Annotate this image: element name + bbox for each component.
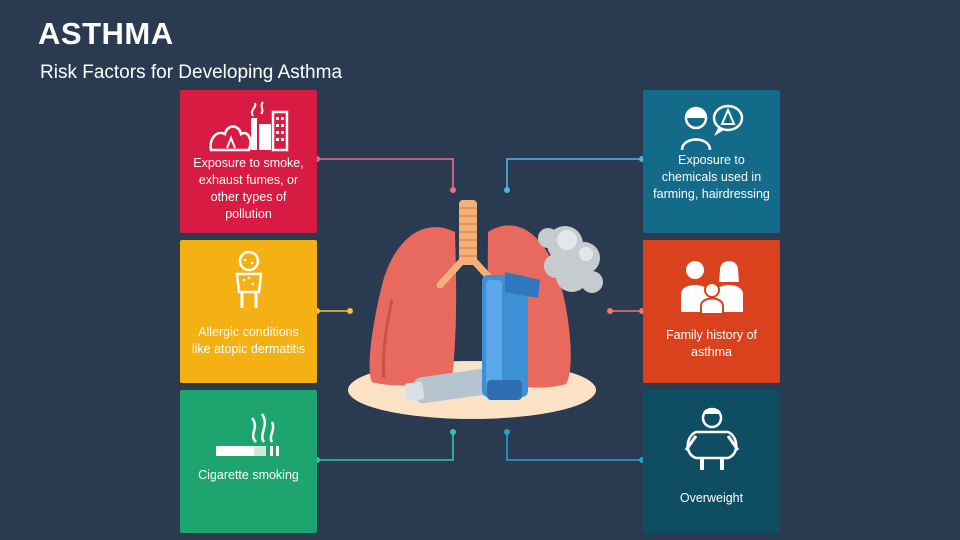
factor-text-pollution: Exposure to smoke, exhaust fumes, or oth…: [193, 156, 304, 221]
factor-card-pollution: Exposure to smoke, exhaust fumes, or oth…: [180, 90, 317, 233]
factor-card-chemicals: Exposure to chemicals used in farming, h…: [643, 90, 780, 233]
factor-card-family: Family history of asthma: [643, 240, 780, 383]
factor-text-chemicals: Exposure to chemicals used in farming, h…: [653, 153, 770, 201]
factor-card-smoking: Cigarette smoking: [180, 390, 317, 533]
factor-card-overweight: Overweight: [643, 390, 780, 533]
factor-text-overweight: Overweight: [679, 491, 744, 505]
factory-pollution-icon: [180, 100, 317, 152]
factor-text-smoking: Cigarette smoking: [198, 468, 299, 482]
child-rash-icon: [180, 250, 317, 308]
factor-text-allergic: Allergic conditions like atopic dermatit…: [191, 325, 306, 356]
slide-subtitle: Risk Factors for Developing Asthma: [40, 62, 343, 83]
overweight-person-icon: [643, 406, 780, 470]
factor-text-family: Family history of asthma: [666, 328, 757, 359]
factor-card-allergic: Allergic conditions like atopic dermatit…: [180, 240, 317, 383]
cigarette-icon: [180, 412, 317, 464]
family-icon: [643, 256, 780, 314]
hairdresser-chemicals-icon: [643, 104, 780, 156]
slide-title: ASTHMA: [38, 16, 174, 51]
